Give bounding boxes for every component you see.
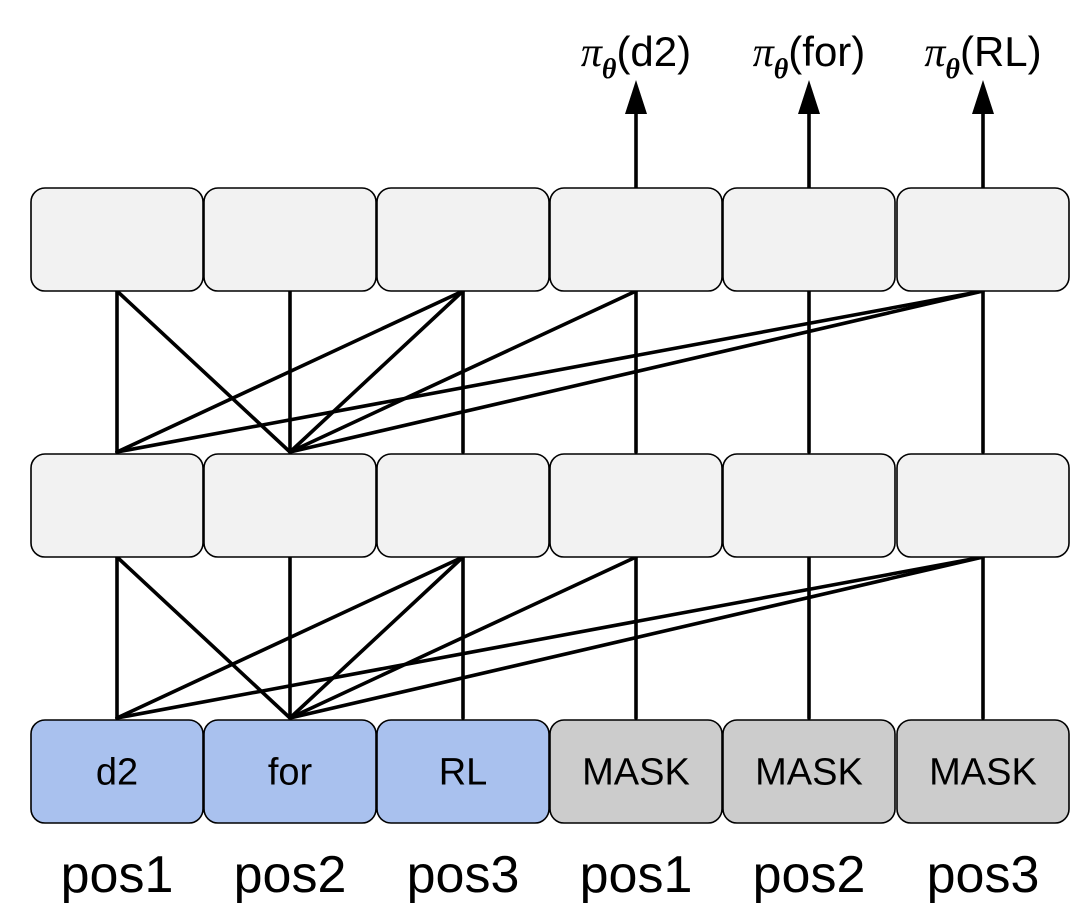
token-box — [896, 719, 1070, 824]
token-label: MASK — [929, 752, 1037, 794]
arrow-head-icon — [798, 80, 820, 114]
output-labels: πθ(d2)πθ(for)πθ(RL) — [581, 28, 1042, 85]
attention-edge-lower — [288, 555, 638, 720]
pi-symbol: π — [924, 30, 946, 76]
output-expression: πθ(RL) — [924, 28, 1041, 85]
position-labels: pos1 pos2 pos3 pos1 pos2 pos3 — [61, 846, 1040, 904]
position-label: pos1 — [580, 846, 693, 904]
token-label: RL — [439, 752, 488, 794]
input-tokens: d2 for RL MASK MASK MASK — [30, 719, 1070, 824]
top-layer-cell — [549, 187, 723, 292]
input-token: RL — [376, 719, 550, 824]
position-label: pos3 — [407, 846, 520, 904]
output-argument: (for) — [788, 28, 865, 75]
output-probability-label: πθ(d2) — [581, 28, 691, 85]
attention-edge-lower — [288, 555, 465, 720]
pi-symbol: π — [581, 30, 603, 76]
top-layer-cell — [376, 187, 550, 292]
token-box — [30, 719, 204, 824]
top-layer-cell — [30, 187, 204, 292]
token-label: MASK — [755, 752, 863, 794]
theta-subscript: θ — [602, 54, 617, 85]
position-label: pos3 — [927, 846, 1040, 904]
attention-edges — [115, 289, 985, 720]
mask-token: MASK — [549, 719, 723, 824]
token-label: for — [268, 752, 313, 794]
attention-edge-upper — [288, 289, 465, 454]
middle-layer-cell — [549, 453, 723, 558]
attention-edge-lower — [115, 555, 985, 720]
position-label: pos2 — [234, 846, 347, 904]
arrow-head-icon — [625, 80, 647, 114]
mask-token: MASK — [896, 719, 1070, 824]
input-token: for — [203, 719, 377, 824]
attention-edge-lower — [115, 555, 465, 720]
attention-edge-lower — [115, 555, 292, 720]
middle-layer-cell — [376, 453, 550, 558]
top-layer-cell — [722, 187, 896, 292]
output-expression: πθ(d2) — [581, 28, 691, 85]
token-label: d2 — [96, 752, 138, 794]
transformer-cells — [30, 187, 1070, 558]
output-expression: πθ(for) — [753, 28, 866, 85]
middle-layer-cell — [722, 453, 896, 558]
mask-token: MASK — [722, 719, 896, 824]
top-layer-cell — [896, 187, 1070, 292]
pi-symbol: π — [753, 30, 775, 76]
output-argument: (RL) — [960, 28, 1042, 75]
token-box — [376, 719, 550, 824]
output-arrows — [625, 80, 994, 190]
attention-edge-upper — [115, 289, 292, 454]
token-label: MASK — [582, 752, 690, 794]
token-box — [203, 719, 377, 824]
theta-subscript: θ — [945, 54, 960, 85]
token-box — [722, 719, 896, 824]
position-label: pos1 — [61, 846, 174, 904]
input-token: d2 — [30, 719, 204, 824]
output-argument: (d2) — [616, 28, 691, 75]
attention-edge-upper — [288, 289, 985, 454]
output-probability-label: πθ(RL) — [924, 28, 1041, 85]
token-box — [549, 719, 723, 824]
output-probability-label: πθ(for) — [753, 28, 866, 85]
middle-layer-cell — [896, 453, 1070, 558]
top-layer-cell — [203, 187, 377, 292]
attention-edge-lower — [288, 555, 985, 720]
attention-edge-upper — [115, 289, 985, 454]
attention-edge-upper — [115, 289, 465, 454]
attention-edge-upper — [288, 289, 638, 454]
theta-subscript: θ — [774, 54, 789, 85]
middle-layer-cell — [30, 453, 204, 558]
arrow-head-icon — [972, 80, 994, 114]
middle-layer-cell — [203, 453, 377, 558]
position-label: pos2 — [753, 846, 866, 904]
